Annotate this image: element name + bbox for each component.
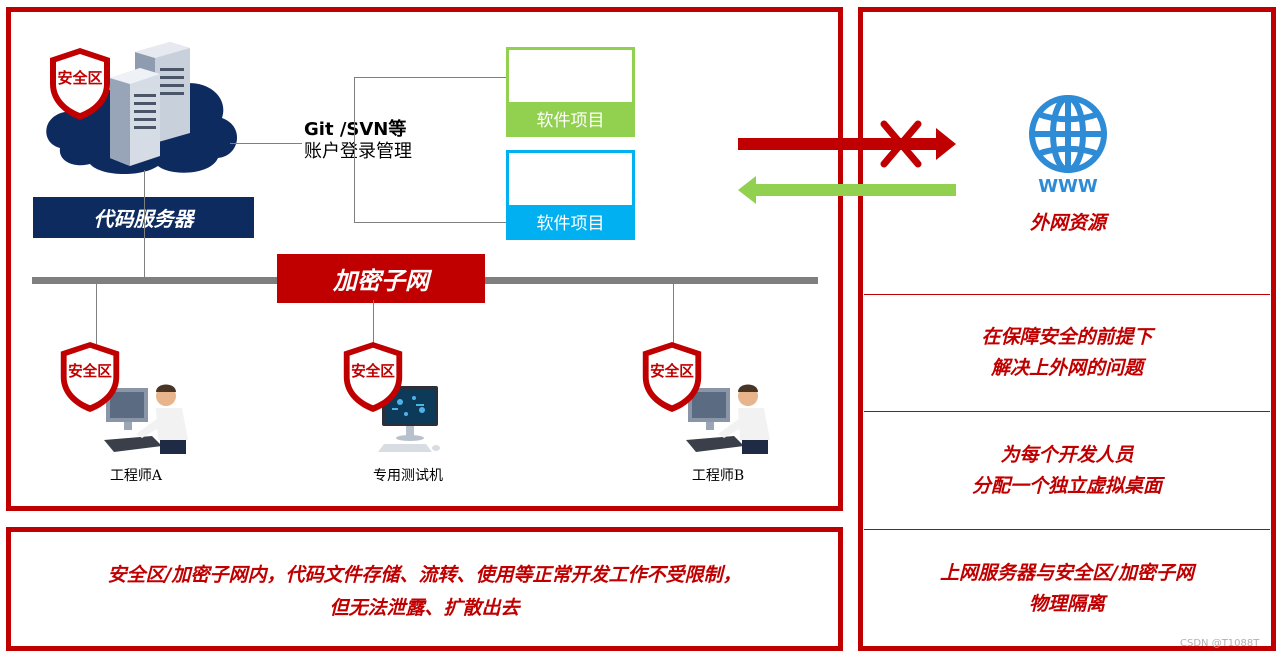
project-label: 软件项目 (536, 110, 605, 131)
workstation-caption: 专用测试机 (373, 468, 443, 484)
globe-www-icon: WWW (1029, 95, 1107, 196)
bracket-bottom-line (354, 222, 506, 223)
benefit-item: 上网服务器与安全区/加密子网 物理隔离 (864, 558, 1270, 620)
right-separator (864, 294, 1270, 295)
benefit-line2: 物理隔离 (1028, 593, 1105, 615)
right-separator (864, 411, 1270, 412)
drop-line-a (96, 284, 97, 344)
shield-label: 安全区 (351, 362, 395, 380)
project-label-bar: 软件项目 (509, 102, 632, 134)
workstation-caption: 工程师A (109, 468, 163, 484)
engineer-workstation-icon (104, 384, 188, 454)
project-label-bar: 软件项目 (509, 205, 632, 237)
benefit-item: 在保障安全的前提下 解决上外网的问题 (864, 322, 1270, 384)
benefit-line2: 解决上外网的问题 (990, 357, 1143, 379)
workstation-caption: 工程师B (691, 468, 745, 484)
watermark: CSDN @T1088T (1180, 638, 1260, 649)
benefit-line1: 在保障安全的前提下 (981, 326, 1153, 348)
bottom-note-line2: 但无法泄露、扩散出去 (329, 597, 520, 619)
bracket-vertical-line (354, 77, 355, 223)
subnet-label: 加密子网 (333, 267, 429, 295)
benefit-line2: 分配一个独立虚拟桌面 (971, 475, 1162, 497)
account-line1: Git /SVN等 (304, 119, 407, 140)
shield-label: 安全区 (68, 362, 112, 380)
subnet-banner: 加密子网 (277, 254, 485, 303)
bracket-top-line (354, 77, 506, 78)
security-shield-icon: 安全区 (50, 48, 110, 120)
benefit-line1: 上网服务器与安全区/加密子网 (940, 562, 1194, 584)
code-server-banner: 代码服务器 (33, 197, 254, 238)
inbound-arrow (738, 176, 956, 204)
shield-label: 安全区 (650, 362, 694, 380)
engineer-workstation-icon (686, 384, 770, 454)
drop-line-test (373, 300, 374, 344)
security-shield-icon: 安全区 (642, 341, 702, 413)
benefit-item: 为每个开发人员 分配一个独立虚拟桌面 (864, 440, 1270, 502)
project-label: 软件项目 (536, 213, 605, 234)
www-label: WWW (1038, 176, 1098, 196)
shield-label: 安全区 (57, 69, 102, 87)
server-to-bus-line (144, 170, 145, 278)
blocked-outbound-arrow (738, 120, 956, 168)
test-machine-icon (378, 386, 440, 452)
right-separator (864, 529, 1270, 530)
code-server-label: 代码服务器 (93, 207, 194, 231)
project-box-blue: 软件项目 (506, 150, 635, 240)
benefit-line1: 为每个开发人员 (1000, 444, 1134, 466)
security-shield-icon: 安全区 (60, 341, 120, 413)
blocked-x-icon (880, 120, 922, 168)
bottom-note-line1: 安全区/加密子网内，代码文件存储、流转、使用等正常开发工作不受限制， (107, 564, 742, 586)
server-to-account-line (230, 143, 302, 144)
bottom-note-panel (6, 527, 843, 651)
account-line2: 账户登录管理 (304, 141, 412, 162)
drop-line-b (673, 284, 674, 344)
security-shield-icon: 安全区 (343, 341, 403, 413)
account-management-text: Git /SVN等 账户登录管理 (304, 119, 412, 163)
bottom-note-text: 安全区/加密子网内，代码文件存储、流转、使用等正常开发工作不受限制， 但无法泄露… (16, 559, 833, 625)
external-resources-label: 外网资源 (1029, 212, 1106, 234)
project-box-green: 软件项目 (506, 47, 635, 137)
